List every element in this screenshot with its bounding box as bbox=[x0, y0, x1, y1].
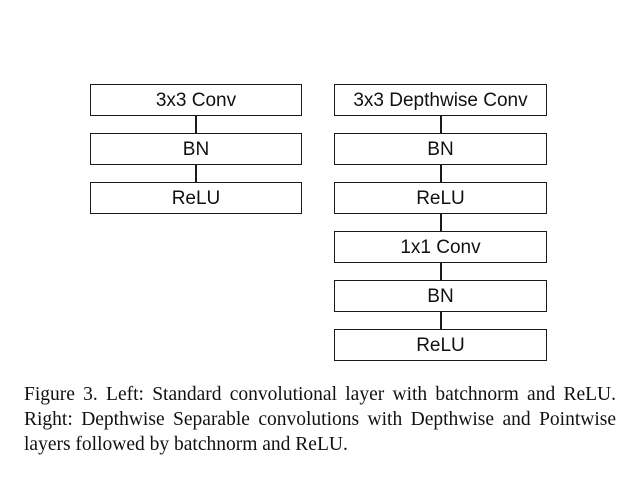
block-bn-right-1: BN bbox=[334, 133, 547, 165]
block-3x3-depthwise-conv: 3x3 Depthwise Conv bbox=[334, 84, 547, 116]
connector-right-1 bbox=[440, 116, 442, 133]
block-bn-left: BN bbox=[90, 133, 302, 165]
block-1x1-conv: 1x1 Conv bbox=[334, 231, 547, 263]
connector-right-4 bbox=[440, 263, 442, 280]
block-bn-right-2: BN bbox=[334, 280, 547, 312]
connector-right-5 bbox=[440, 312, 442, 329]
connector-right-3 bbox=[440, 214, 442, 231]
connector-left-2 bbox=[195, 165, 197, 182]
figure-caption: Figure 3. Left: Standard convolutional l… bbox=[24, 384, 616, 455]
block-relu-right-1: ReLU bbox=[334, 182, 547, 214]
connector-left-1 bbox=[195, 116, 197, 133]
figure-diagram: 3x3 Conv BN ReLU 3x3 Depthwise Conv BN R… bbox=[90, 84, 547, 361]
block-3x3-conv: 3x3 Conv bbox=[90, 84, 302, 116]
block-relu-right-2: ReLU bbox=[334, 329, 547, 361]
connector-right-2 bbox=[440, 165, 442, 182]
block-relu-left: ReLU bbox=[90, 182, 302, 214]
